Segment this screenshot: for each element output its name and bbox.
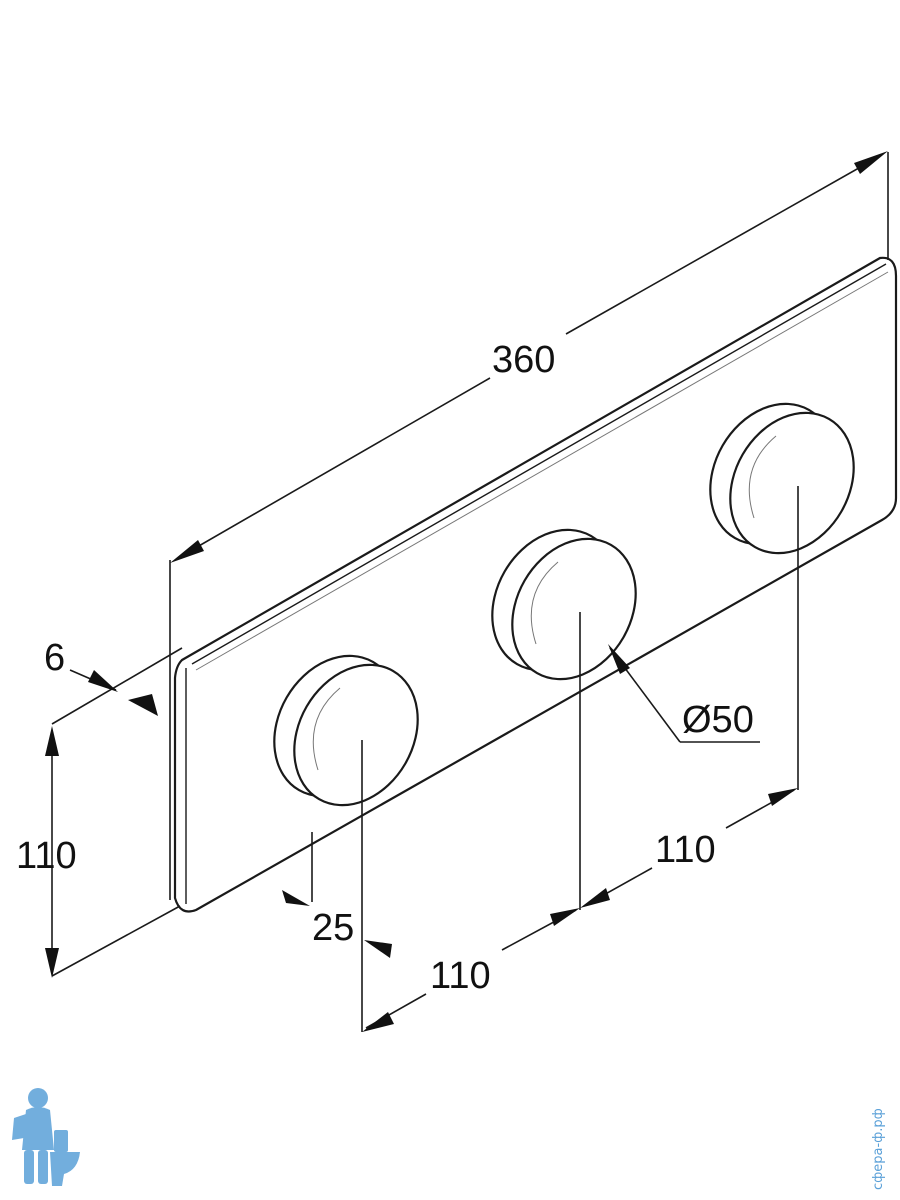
knob-middle	[491, 528, 637, 681]
dimension-spacing-left-110-label: 110	[430, 955, 491, 997]
extension-lines	[51, 152, 889, 1032]
plumber-logo-icon	[12, 1088, 80, 1186]
dimension-spacing-right-110: 110	[580, 788, 798, 908]
dimension-offset-25: 25	[282, 890, 392, 958]
dimension-thickness-6: 6	[44, 637, 158, 716]
knob-left	[273, 654, 419, 807]
dimension-360-label: 360	[492, 339, 555, 381]
plate-edge-line	[191, 263, 887, 665]
dimension-offset-25-label: 25	[312, 907, 354, 949]
watermark-text: сфера-ф.рф	[871, 1108, 886, 1190]
dimension-height-110: 110	[16, 726, 77, 978]
dimension-360: 360	[170, 151, 888, 563]
dimension-height-110-label: 110	[16, 835, 77, 877]
plate-edge-line-inner	[195, 271, 889, 671]
dimension-diameter-50: Ø50	[608, 644, 760, 743]
dimension-spacing-right-110-label: 110	[655, 829, 716, 871]
dimension-spacing-left-110: 110	[362, 908, 580, 1032]
dimension-diameter-50-label: Ø50	[682, 699, 754, 741]
knob-right	[709, 402, 855, 555]
dimension-thickness-6-label: 6	[44, 637, 65, 679]
